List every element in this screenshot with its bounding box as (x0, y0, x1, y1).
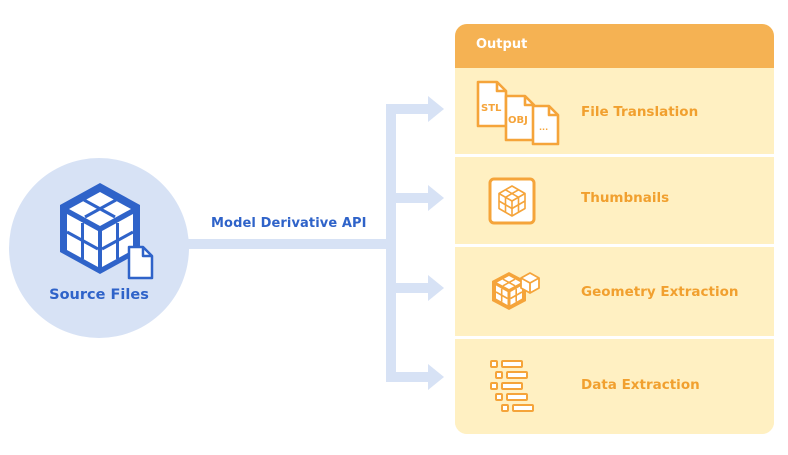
stl-tag: STL (481, 103, 502, 114)
main-connector-line (186, 239, 392, 249)
arrow-head-3 (428, 275, 444, 301)
vertical-connector-line (386, 104, 396, 382)
output-item-data-extraction: Data Extraction (455, 339, 774, 434)
file-formats-icon: STL OBJ ... (476, 80, 560, 146)
cube-with-file-icon (60, 183, 154, 280)
arrow-head-2 (428, 185, 444, 211)
arrow-head-4 (428, 364, 444, 390)
file-icon (127, 245, 154, 280)
thumbnails-label: Thumbnails (581, 190, 670, 206)
output-title: Output (476, 37, 528, 52)
divider (455, 336, 774, 339)
data-tree-icon (490, 360, 534, 412)
source-files-label: Source Files (49, 287, 149, 303)
divider (455, 154, 774, 157)
output-item-file-translation: STL OBJ ... File Translation (455, 68, 774, 154)
file-translation-label: File Translation (581, 104, 699, 120)
output-item-thumbnails: Thumbnails (455, 157, 774, 244)
arrow-head-1 (428, 96, 444, 122)
obj-tag: OBJ (508, 115, 528, 126)
geometry-extraction-label: Geometry Extraction (581, 284, 739, 300)
cube-thumbnail-icon (488, 177, 536, 225)
model-derivative-api-label: Model Derivative API (211, 216, 367, 231)
divider (455, 244, 774, 247)
output-item-geometry-extraction: Geometry Extraction (455, 247, 774, 336)
more-tag: ... (539, 123, 548, 132)
data-extraction-label: Data Extraction (581, 377, 700, 393)
geometry-cubes-icon (492, 272, 540, 310)
output-header: Output (455, 24, 774, 68)
output-panel: Output STL OBJ ... File Translation (455, 24, 774, 434)
